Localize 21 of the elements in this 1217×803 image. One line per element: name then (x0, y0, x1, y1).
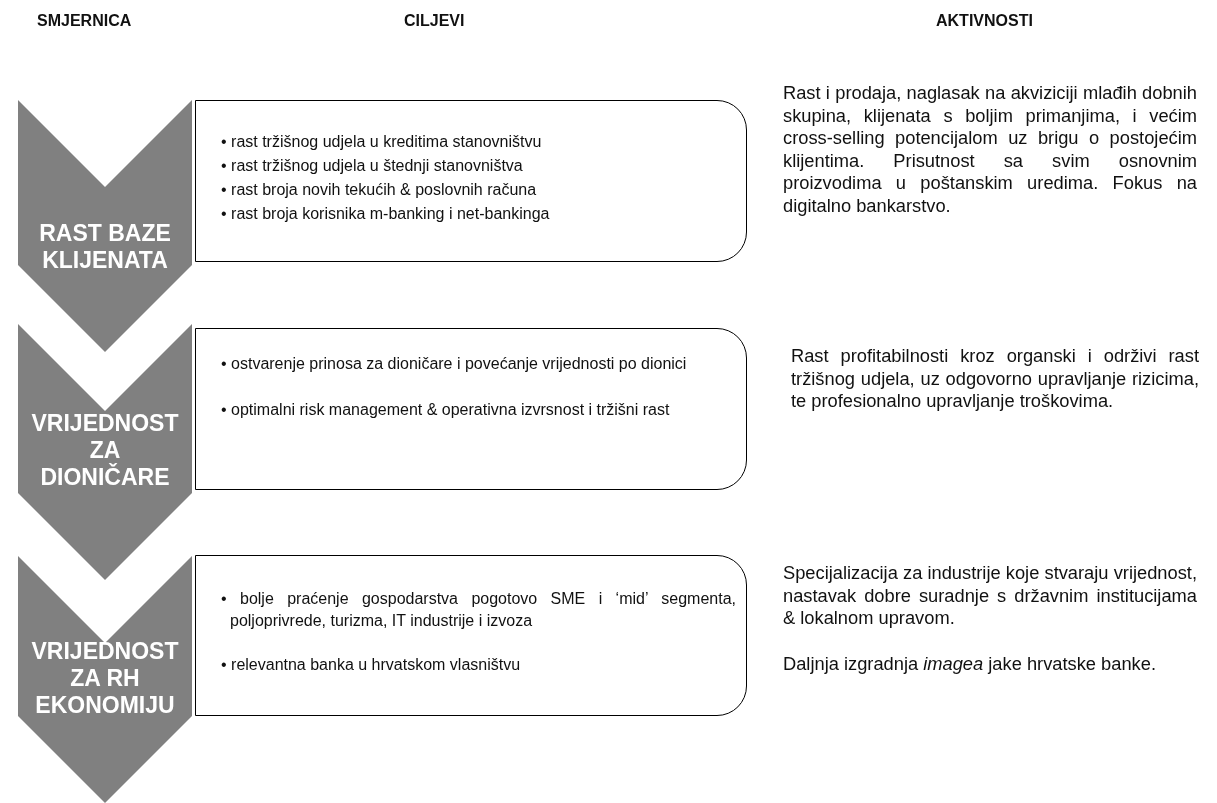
goal-item: • relevantna banka u hrvatskom vlasništvu (222, 655, 522, 675)
goal-card (195, 328, 747, 490)
activity-text: Rast i prodaja, naglasak na akviziciji mlađih dobnih skupina, klijenata s boljim primanjima, i većim cross-selling potencijalom uz brigu o postojećim klijentima. Prisutnost sa svim osnovnim proizvodima u poštanskim uredima. Fokus na digitalno bankarstvo. (783, 82, 1197, 218)
activity-text: Specijalizacija za industrije koje stvaraju vrijednost, nastavak dobre suradnje s državnim institucijama & lokalnom upravom. (783, 562, 1197, 630)
guideline-label: VRIJEDNOST ZA DIONIČARE (30, 410, 180, 491)
column-header: AKTIVNOSTI (936, 12, 1033, 30)
activity-text: Daljnja izgradnja imagea jake hrvatske banke. (783, 653, 1157, 676)
column-header: SMJERNICA (37, 12, 132, 30)
goal-item: • ostvarenje prinosa za dioničare i povećanje vrijednosti po dionici (222, 354, 688, 374)
activity-text: Rast profitabilnosti kroz organski i održivi rast tržišnog udjela, uz odgovorno upravljanje rizicima, te profesionalno upravljanje troškovima. (791, 345, 1199, 413)
guideline-label: VRIJEDNOST ZA RH EKONOMIJU (30, 638, 180, 719)
goal-item: • bolje praćenje gospodarstva pogotovo SME i ‘mid’ segmenta, poljoprivrede, turizma, IT industrije i izvoza (222, 589, 736, 631)
goal-card (195, 555, 747, 716)
goal-item: • optimalni risk management & operativna izvrsnost i tržišni rast (222, 400, 671, 420)
goal-card (195, 100, 747, 262)
goal-item: • rast broja korisnika m-banking i net-bankinga (222, 204, 551, 224)
goal-item: • rast tržišnog udjela u štednji stanovništva (222, 156, 524, 176)
guideline-label: RAST BAZE KLIJENATA (38, 220, 172, 274)
goal-item: • rast tržišnog udjela u kreditima stanovništvu (222, 132, 543, 152)
goal-item: • rast broja novih tekućih & poslovnih računa (222, 180, 538, 200)
column-header: CILJEVI (404, 12, 465, 30)
